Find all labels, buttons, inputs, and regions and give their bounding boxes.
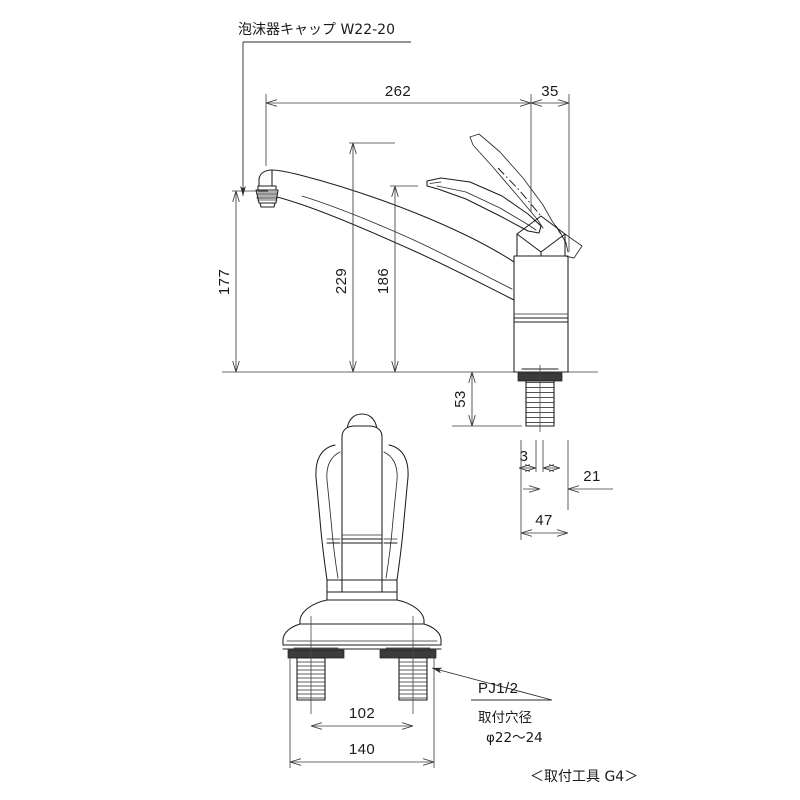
mounting-shank-left bbox=[287, 616, 345, 714]
tool-note-text: ＜取付工具 G4＞ bbox=[530, 769, 638, 785]
spout-tip-aerator bbox=[255, 169, 279, 208]
dimension-47-text: 47 bbox=[535, 512, 553, 529]
spout-side-profile bbox=[271, 169, 515, 301]
thread-spec-callout: PJ1/2 取付穴径 φ22〜24 bbox=[431, 667, 553, 746]
deck-base-front bbox=[282, 591, 442, 650]
dimension-186-text: 186 bbox=[375, 268, 392, 294]
dimension-177: 177 bbox=[216, 190, 268, 372]
aerator-cap-label: 泡沫器キャップ W22-20 bbox=[238, 22, 395, 38]
lever-front-outline bbox=[315, 444, 409, 593]
body-column-front bbox=[341, 425, 383, 607]
deck-shank-side bbox=[517, 365, 563, 432]
dimension-35: 35 bbox=[531, 83, 570, 252]
dimension-262: 262 bbox=[265, 83, 532, 212]
dimension-3: 3 bbox=[519, 440, 560, 472]
hole-diameter-text: φ22〜24 bbox=[486, 730, 543, 746]
dimension-177-text: 177 bbox=[216, 269, 233, 295]
dimension-262-text: 262 bbox=[385, 83, 411, 100]
dimension-21-text: 21 bbox=[583, 468, 601, 485]
faucet-body-column bbox=[513, 255, 569, 373]
side-elevation-view: 262 35 177 229 bbox=[216, 22, 613, 540]
dimension-140-text: 140 bbox=[349, 741, 375, 758]
dimension-140: 140 bbox=[289, 650, 435, 768]
dimension-229: 229 bbox=[333, 142, 395, 372]
front-elevation-view: 102 140 PJ1/2 取付穴径 φ22〜24 ＜取付工具 bbox=[282, 413, 638, 785]
dimension-53: 53 bbox=[452, 372, 522, 427]
dimension-229-text: 229 bbox=[333, 268, 350, 294]
cartridge-housing bbox=[516, 215, 583, 259]
hole-label-text: 取付穴径 bbox=[478, 710, 532, 726]
lever-handle-phantom bbox=[469, 133, 569, 253]
thread-spec-text: PJ1/2 bbox=[478, 680, 518, 697]
dimension-53-text: 53 bbox=[452, 390, 469, 408]
dimension-3-text: 3 bbox=[520, 448, 529, 465]
aerator-cap-callout: 泡沫器キャップ W22-20 bbox=[238, 22, 411, 196]
dimension-21: 21 bbox=[523, 440, 613, 510]
dimension-35-text: 35 bbox=[541, 83, 559, 100]
lever-handle-solid bbox=[426, 177, 542, 234]
mounting-shank-right bbox=[379, 616, 437, 714]
dimension-47: 47 bbox=[520, 440, 568, 540]
dimension-186: 186 bbox=[375, 185, 418, 372]
dimension-102-text: 102 bbox=[349, 705, 375, 722]
dimension-102: 102 bbox=[311, 705, 413, 726]
